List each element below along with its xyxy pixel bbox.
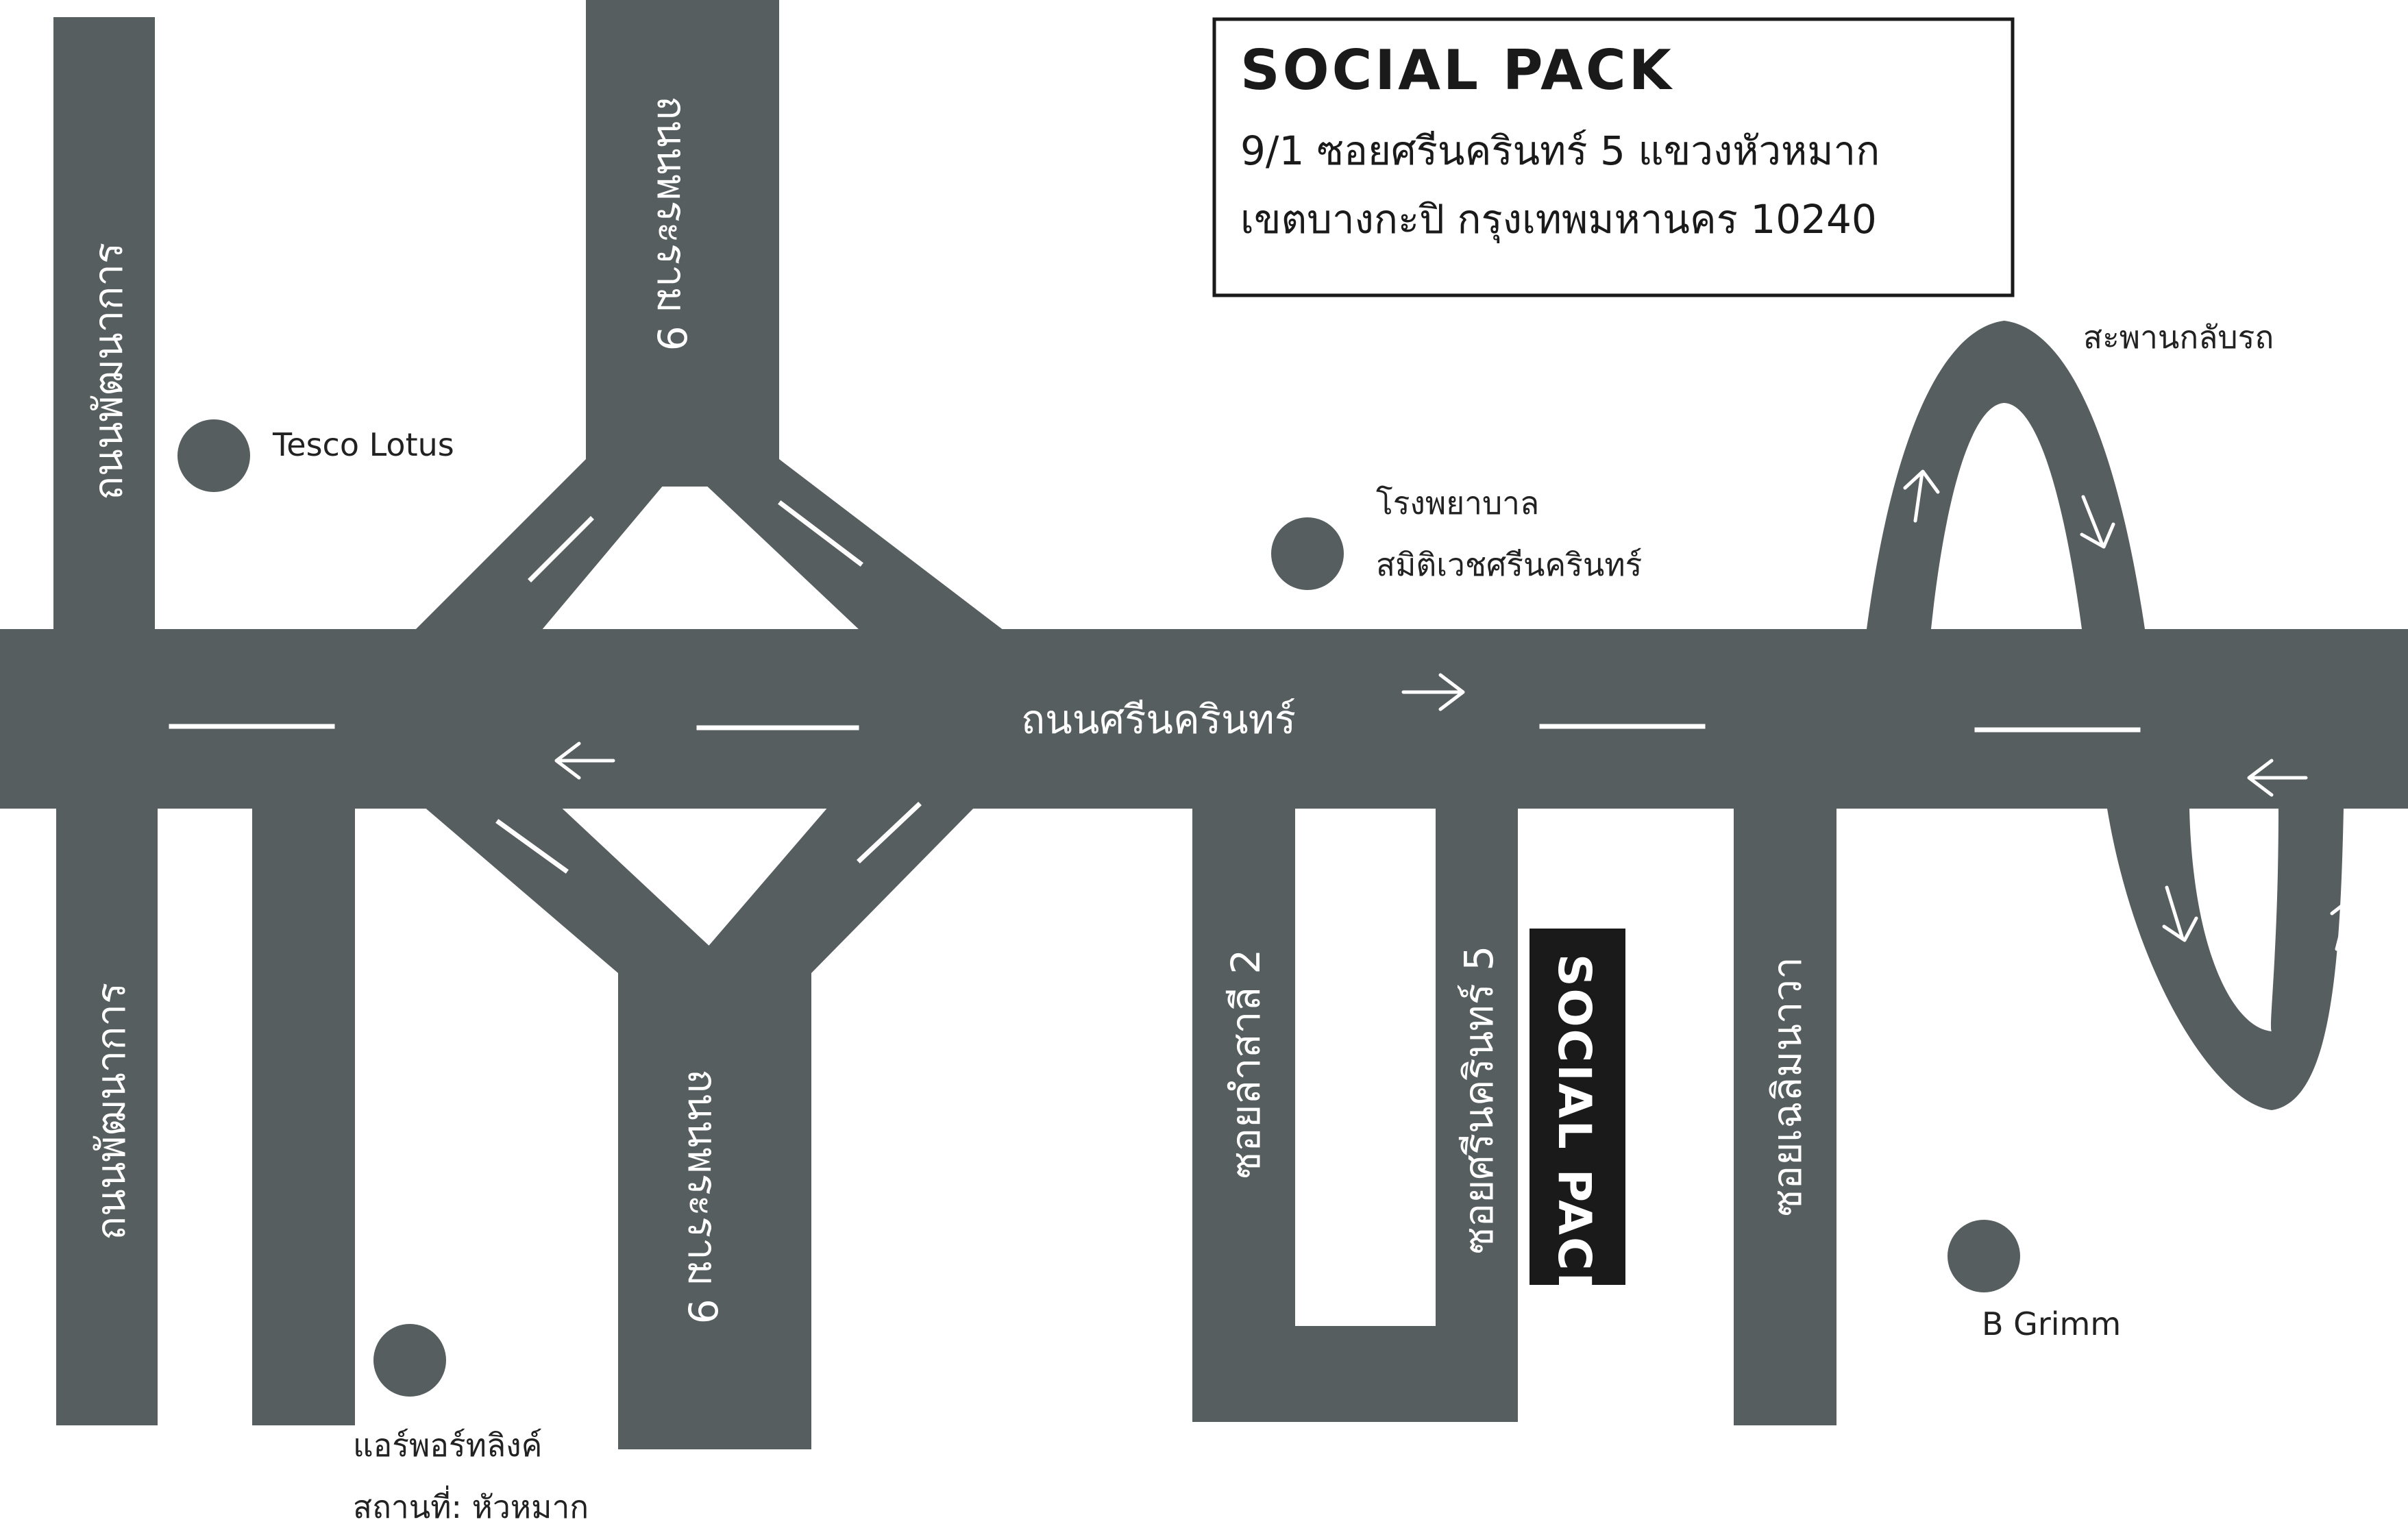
road-rama9-south [618, 949, 811, 1449]
arrow-left-icon [2247, 759, 2308, 797]
label-rama9-south: ถนนพระราม 9 [679, 1069, 726, 1324]
u-turn-loops [1867, 321, 2344, 1110]
destination-tag-label: SOCIAL PACK [1548, 954, 1601, 1310]
ramp-south-west [418, 802, 713, 973]
road-soi-srinakarin-5 [1436, 802, 1518, 1419]
label-srinakarin: ถนนศรีนครินทร์ [1021, 696, 1296, 743]
road-side-south [252, 802, 355, 1425]
label-tesco-lotus: Tesco Lotus [272, 426, 454, 463]
arrow-up-icon [1903, 469, 1940, 523]
info-box-frame [1212, 17, 2015, 297]
destination-tag-box [1529, 929, 1625, 1285]
u-turn-lower-loop [2107, 809, 2344, 1110]
lane-mark [778, 500, 863, 567]
destination-marker: SOCIAL PACK [1529, 929, 1625, 1310]
hospital-marker-icon [1271, 517, 1344, 590]
info-box-address-line2: เขตบางกะปิ กรุงเทพมหานคร 10240 [1240, 196, 1877, 244]
label-soi-chaloem-nawa: ซอยเฉลิมนาวา [1764, 957, 1810, 1216]
label-b-grimm: B Grimm [1982, 1305, 2121, 1342]
info-box-address-line1: 9/1 ซอยศรีนครินทร์ 5 แขวงหัวหมาก [1240, 127, 1880, 174]
label-rama9-north: ถนนพระราม 9 [648, 96, 695, 351]
ramp-north-west [415, 459, 685, 630]
ramp-south-east [706, 802, 980, 973]
label-pattanakarn-south: ถนนพัฒนาการ [88, 983, 134, 1240]
label-hospital-line1: โรงพยาบาล [1376, 484, 1539, 521]
label-airport-link-line2: สถานที่: หัวหมาก [353, 1485, 589, 1525]
arrow-left-icon [554, 741, 615, 780]
arrow-down-icon [2080, 495, 2115, 549]
address-info-box: SOCIAL PACK 9/1 ซอยศรีนครินทร์ 5 แขวงหัว… [1212, 17, 2015, 297]
airport-link-marker-icon [373, 1324, 446, 1397]
arrow-down-icon [2162, 885, 2198, 942]
lane-mark [857, 802, 922, 863]
road-rama9-north [586, 0, 779, 487]
label-u-turn-bridge: สะพานกลับรถ [2083, 319, 2274, 356]
lane-mark [528, 516, 594, 582]
label-hospital-line2: สมิติเวชศรีนครินทร์ [1376, 546, 1642, 583]
road-srinakarin [0, 629, 2408, 809]
label-pattanakarn-north: ถนนพัฒนาการ [85, 243, 132, 500]
road-soi-lamsali-2 [1192, 802, 1295, 1419]
arrow-up-icon [2330, 897, 2366, 951]
label-soi-srinakarin-5: ซอยศรีนครินทร์ 5 [1455, 946, 1502, 1254]
road-pattanakarn-north [53, 17, 155, 634]
label-airport-link-line1: แอร์พอร์ทลิงค์ [353, 1427, 542, 1464]
u-turn-upper-loop [1867, 321, 2145, 629]
ramp-north-east [678, 459, 1004, 630]
lane-mark [495, 819, 569, 874]
road-pattanakarn-south [56, 802, 158, 1425]
road-soi-chaloem-nawa [1734, 802, 1836, 1425]
road-connector-bottom [1192, 1326, 1518, 1422]
b-grimm-marker-icon [1948, 1220, 2020, 1292]
tesco-lotus-marker-icon [177, 419, 250, 492]
arrow-right-icon [1401, 673, 1465, 711]
label-soi-lamsali-2: ซอยลำสาลี 2 [1223, 949, 1269, 1179]
info-box-title: SOCIAL PACK [1240, 38, 1674, 102]
